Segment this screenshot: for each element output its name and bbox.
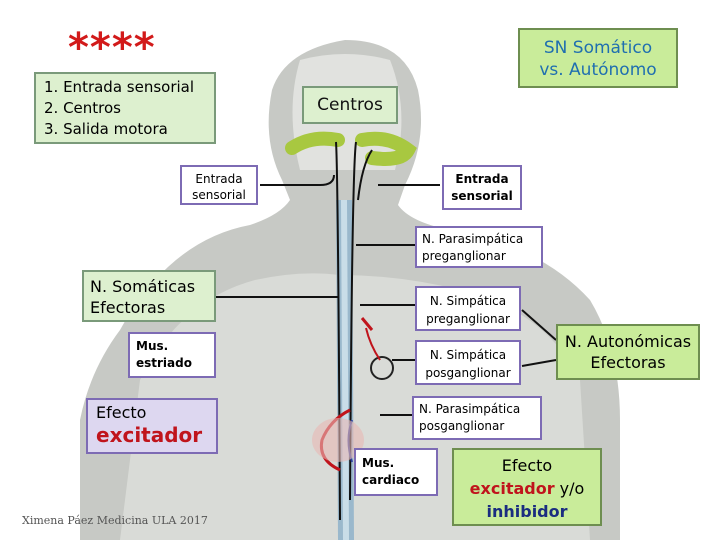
label-line: posganglionar bbox=[425, 366, 511, 380]
label-line: estriado bbox=[136, 356, 192, 370]
label-line: sensorial bbox=[451, 189, 513, 203]
label-line: preganglionar bbox=[426, 312, 510, 326]
label-line: N. Simpática bbox=[429, 348, 507, 362]
cardiac-muscle-label: Mus. cardiaco bbox=[354, 448, 438, 496]
effect-line: Efecto bbox=[96, 403, 147, 422]
brain-center-left bbox=[285, 131, 345, 155]
step-2: 2. Centros bbox=[44, 99, 121, 117]
excitatory-label: excitador bbox=[469, 479, 555, 498]
centros-label: Centros bbox=[302, 86, 398, 124]
label-line: sensorial bbox=[192, 188, 246, 202]
label-line: Efectoras bbox=[90, 298, 166, 317]
label-line: N. Parasimpática bbox=[422, 232, 524, 246]
label-line: Mus. bbox=[362, 456, 395, 470]
sensory-input-left-label: Entrada sensorial bbox=[180, 165, 258, 205]
title-line-1: SN Somático bbox=[543, 38, 653, 58]
label-line: N. Simpática bbox=[429, 294, 507, 308]
sympathetic-preganglionic-label: N. Simpática preganglionar bbox=[415, 286, 521, 331]
parasympathetic-preganglionic-label: N. Parasimpática preganglionar bbox=[415, 226, 543, 268]
effect-line-2: excitador y/o bbox=[454, 477, 600, 500]
credit-text: Ximena Páez Medicina ULA 2017 bbox=[22, 514, 208, 527]
brain-center-right bbox=[355, 131, 417, 166]
label-line: N. Parasimpática bbox=[419, 402, 521, 416]
title-line-2: vs. Autónomo bbox=[539, 60, 657, 80]
label-line: Efectoras bbox=[590, 353, 666, 372]
label-line: cardiaco bbox=[362, 473, 420, 487]
and-or-label: y/o bbox=[554, 479, 585, 498]
somatic-effect-box: Efecto excitador bbox=[86, 398, 218, 454]
somatic-effector-nerves-label: N. Somáticas Efectoras bbox=[82, 270, 216, 322]
label-line: preganglionar bbox=[422, 249, 506, 263]
label-line: Entrada bbox=[455, 172, 509, 186]
inhibitory-label: inhibidor bbox=[486, 502, 568, 521]
skeletal-muscle-label: Mus. estriado bbox=[128, 332, 216, 378]
steps-box: 1. Entrada sensorial 2. Centros 3. Salid… bbox=[34, 72, 216, 144]
autonomic-effect-box: Efecto excitador y/o inhibidor bbox=[452, 448, 602, 526]
autonomic-effector-nerves-label: N. Autonómicas Efectoras bbox=[556, 324, 700, 380]
effect-line: Efecto bbox=[501, 456, 553, 475]
sensory-input-right-label: Entrada sensorial bbox=[442, 165, 522, 210]
sympathetic-postganglionic-label: N. Simpática posganglionar bbox=[415, 340, 521, 385]
sympathetic-ganglion bbox=[370, 356, 394, 380]
step-1: 1. Entrada sensorial bbox=[44, 78, 195, 96]
title-box: SN Somático vs. Autónomo bbox=[518, 28, 678, 88]
heart-shape bbox=[312, 418, 364, 462]
sensory-input-left bbox=[260, 174, 335, 186]
excitatory-label: excitador bbox=[96, 423, 203, 447]
label-line: posganglionar bbox=[419, 419, 505, 433]
label-line: Mus. bbox=[136, 339, 169, 353]
label-line: N. Somáticas bbox=[90, 277, 196, 296]
autonomic-pathway bbox=[349, 141, 357, 501]
importance-stars: **** bbox=[68, 25, 156, 71]
parasympathetic-postganglionic-label: N. Parasimpática posganglionar bbox=[412, 396, 542, 440]
step-3: 3. Salida motora bbox=[44, 120, 168, 138]
label-line: N. Autonómicas bbox=[564, 332, 692, 351]
label-line: Entrada bbox=[195, 172, 243, 186]
